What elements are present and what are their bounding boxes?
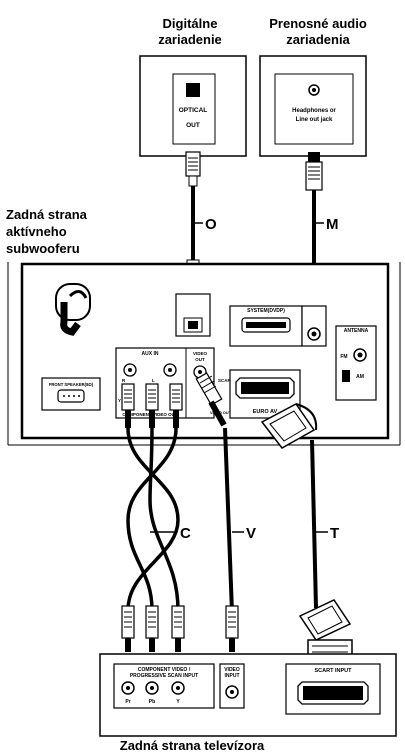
antenna-label: ANTENNA bbox=[344, 328, 369, 334]
video-cable-plug-bottom bbox=[225, 605, 239, 652]
cable-label-o: O bbox=[205, 216, 217, 233]
scart-small-label: SCART bbox=[218, 378, 234, 383]
aux-l-label: L bbox=[152, 378, 155, 383]
optical-label-1: OPTICAL bbox=[179, 107, 208, 114]
subwoofer-title-3: subwooferu bbox=[6, 241, 80, 256]
aux-in-label: AUX IN bbox=[142, 351, 159, 357]
fm-label: FM bbox=[340, 354, 347, 360]
system-label: SYSTEM(DVDP) bbox=[247, 308, 285, 314]
optical-port-icon bbox=[186, 83, 200, 97]
portable-device-title-1: Prenosné audio bbox=[269, 16, 367, 31]
video-cable-v bbox=[223, 427, 234, 613]
tv-pb-label: Pb bbox=[149, 699, 155, 705]
portable-device-title-2: zariadenia bbox=[286, 32, 350, 47]
headphone-label-1: Headphones or bbox=[292, 108, 336, 114]
cable-label-c: C bbox=[180, 525, 191, 542]
tv-component-label-1: COMPONENT VIDEO / bbox=[138, 667, 191, 673]
tv-video-input-label-1: VIDEO bbox=[224, 667, 240, 673]
tv-pr-label: Pr bbox=[125, 699, 130, 705]
power-cord-icon bbox=[55, 283, 91, 336]
euro-av-label: EURO AV bbox=[253, 409, 278, 415]
front-speaker-connector-icon bbox=[57, 389, 85, 403]
tv-scart-input-label: SCART INPUT bbox=[315, 668, 353, 674]
tv-video-input-box bbox=[219, 663, 245, 709]
tv-title: Zadná strana televízora bbox=[120, 738, 265, 753]
component-cable-plugs-bottom bbox=[121, 605, 185, 652]
video-out-label-2: OUT bbox=[195, 357, 205, 362]
am-terminal-icon bbox=[342, 370, 350, 382]
cable-label-t: T bbox=[330, 525, 339, 542]
tv-video-input-label-2: INPUT bbox=[225, 673, 240, 679]
scart-plug-bottom bbox=[298, 599, 353, 661]
video-out-label-1: VIDEO bbox=[193, 351, 208, 356]
tv-y-label: Y bbox=[176, 699, 180, 705]
scart-cable-t bbox=[310, 439, 318, 609]
front-speaker-label: FRONT SPEAKER(8Ω) bbox=[49, 382, 94, 387]
comp-y-label: Y bbox=[118, 398, 121, 403]
antenna-box bbox=[335, 325, 377, 401]
tv-component-label-2: PROGRESSIVE SCAN INPUT bbox=[130, 673, 198, 679]
cable-label-v: V bbox=[246, 525, 256, 542]
aux-r-label: R bbox=[122, 378, 126, 383]
scart-plug-top bbox=[260, 403, 318, 449]
headphone-label-2: Line out jack bbox=[296, 117, 333, 123]
component-cable-c bbox=[126, 427, 180, 611]
digital-device-title-2: zariadenie bbox=[158, 32, 222, 47]
optical-in-port bbox=[175, 293, 211, 337]
subwoofer-title-1: Zadná strana bbox=[6, 207, 88, 222]
component-cable-plugs-top bbox=[121, 383, 183, 428]
am-label: AM bbox=[356, 374, 364, 380]
optical-label-2: OUT bbox=[186, 122, 200, 129]
digital-device-title-1: Digitálne bbox=[163, 16, 218, 31]
subwoofer-title-2: aktívneho bbox=[6, 224, 67, 239]
cable-label-m: M bbox=[326, 216, 339, 233]
video-cable-plug-top bbox=[195, 372, 227, 427]
